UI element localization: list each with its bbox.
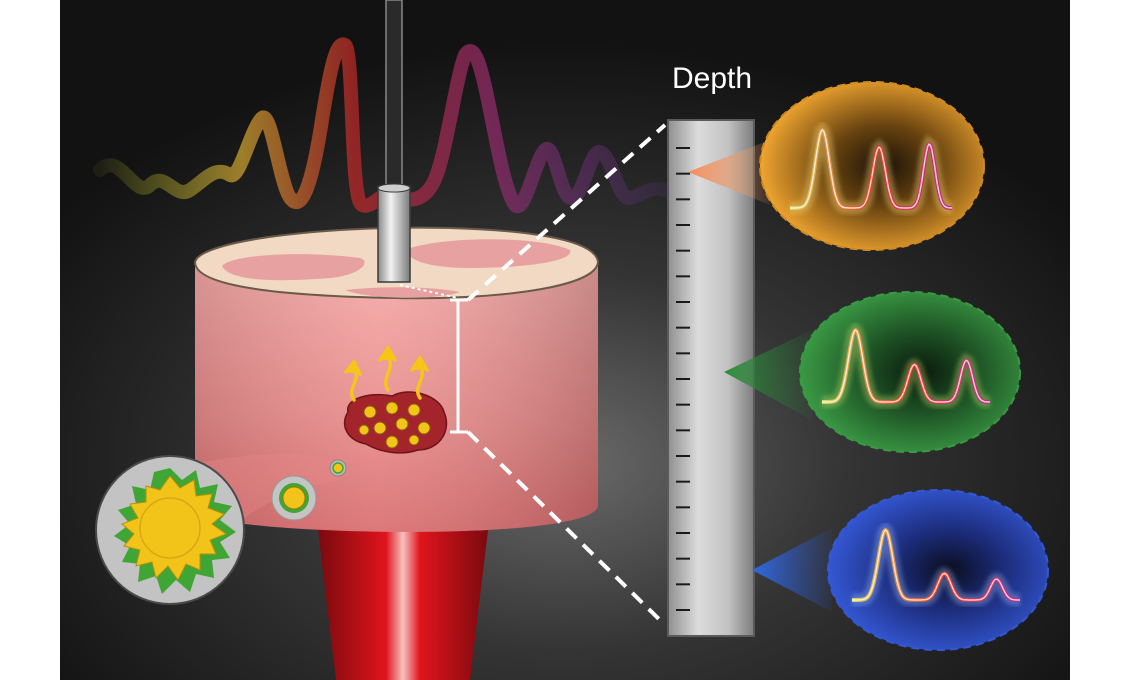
depth-axis-label: Depth — [672, 62, 752, 95]
middle-spectrum-inset — [799, 291, 1021, 453]
projection-lines — [399, 123, 667, 627]
depth-bracket — [450, 298, 468, 434]
heat-arrow-icon — [344, 344, 429, 402]
deep-spectrum-inset — [827, 489, 1049, 651]
spectrum-line — [790, 128, 953, 209]
nanoparticle-cluster — [358, 401, 431, 449]
ruler-ticks — [676, 147, 690, 611]
nanoparticle-callout — [95, 454, 347, 605]
spectrum-line — [852, 528, 1020, 601]
shallow-spectrum-inset — [759, 81, 985, 251]
laser-beam-icon — [318, 530, 488, 680]
tumor — [343, 391, 448, 454]
shallow-signal-cone — [688, 140, 770, 205]
spectrum-line — [822, 328, 990, 403]
fiber-probe-icon — [377, 0, 411, 283]
tissue-top-layer — [222, 254, 365, 281]
middle-signal-cone — [724, 330, 812, 420]
deep-signal-cone — [752, 528, 832, 612]
